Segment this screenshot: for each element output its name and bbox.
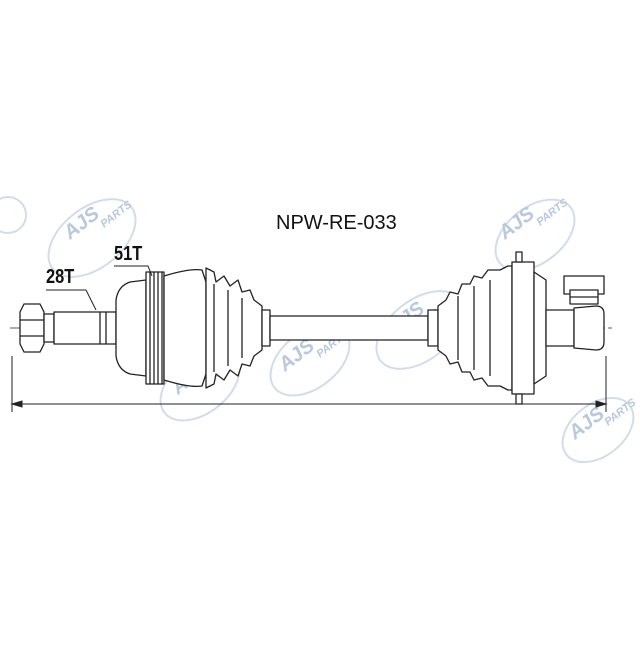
watermark-stamp-left [0, 196, 27, 234]
leader-28t [46, 289, 97, 311]
boot-clamp-outer [261, 309, 271, 347]
bearing-bracket [563, 275, 605, 305]
outer-joint-housing [163, 268, 207, 388]
hub-nut [19, 303, 55, 353]
leader-51t [114, 265, 153, 277]
inner-joint-cup [511, 251, 547, 405]
outer-spline-count-label: 28T [46, 266, 75, 288]
outer-boot [205, 267, 263, 389]
drive-shaft [10, 251, 612, 405]
inner-stub-shaft [545, 305, 605, 351]
outer-spline-stub [53, 311, 117, 345]
boot-clamp-inner [427, 309, 439, 347]
dimension-arrow-left [10, 400, 23, 408]
abs-tone-ring [145, 271, 165, 385]
part-number-label: NPW-RE-033 [276, 212, 397, 234]
watermark-suffix-1: PARTS [98, 198, 134, 230]
watermark-text-1: AJS [59, 202, 105, 244]
overall-length-dimension [10, 356, 608, 412]
dimension-arrow-right [595, 400, 608, 408]
watermark-stamp-1 [47, 198, 137, 278]
watermark-stamp-5 [561, 396, 635, 464]
watermark-stamp-3 [494, 198, 576, 272]
watermark-text-2: AJS [494, 202, 540, 244]
inner-boot [437, 265, 513, 391]
outer-cv-joint [115, 279, 147, 377]
axle-shaft [269, 315, 429, 341]
leader-lines [46, 265, 153, 311]
abs-ring-tooth-count-label: 51T [114, 243, 143, 265]
watermark-text-5: AJS [564, 402, 610, 444]
